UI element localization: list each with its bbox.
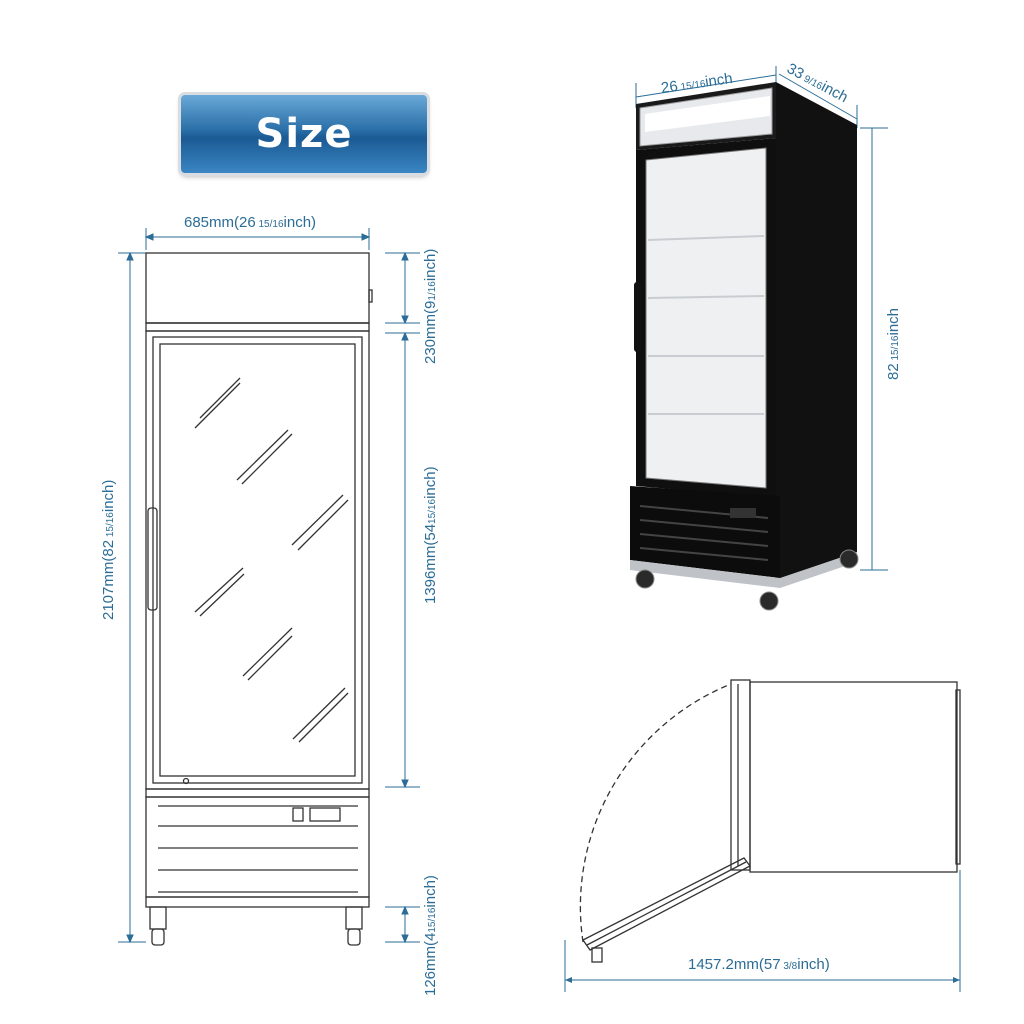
iso-height-label: 82 15/16inch <box>885 307 902 380</box>
door-handle <box>634 282 642 352</box>
header-height-label: 230mm(91/16inch) <box>422 248 439 364</box>
fridge-side <box>776 82 857 580</box>
front-width-label: 685mm(26 15/16inch) <box>184 214 317 231</box>
size-title: Size <box>255 111 353 157</box>
door-swing-label: 1457.2mm(57 3/8inch) <box>688 956 830 973</box>
total-height-label: 2107mm(82 15/16inch) <box>100 479 117 620</box>
door-height-label: 1396mm(5415/16inch) <box>422 466 439 604</box>
size-badge: Size <box>181 95 427 173</box>
base-height-label: 126mm(415/16inch) <box>422 875 439 996</box>
